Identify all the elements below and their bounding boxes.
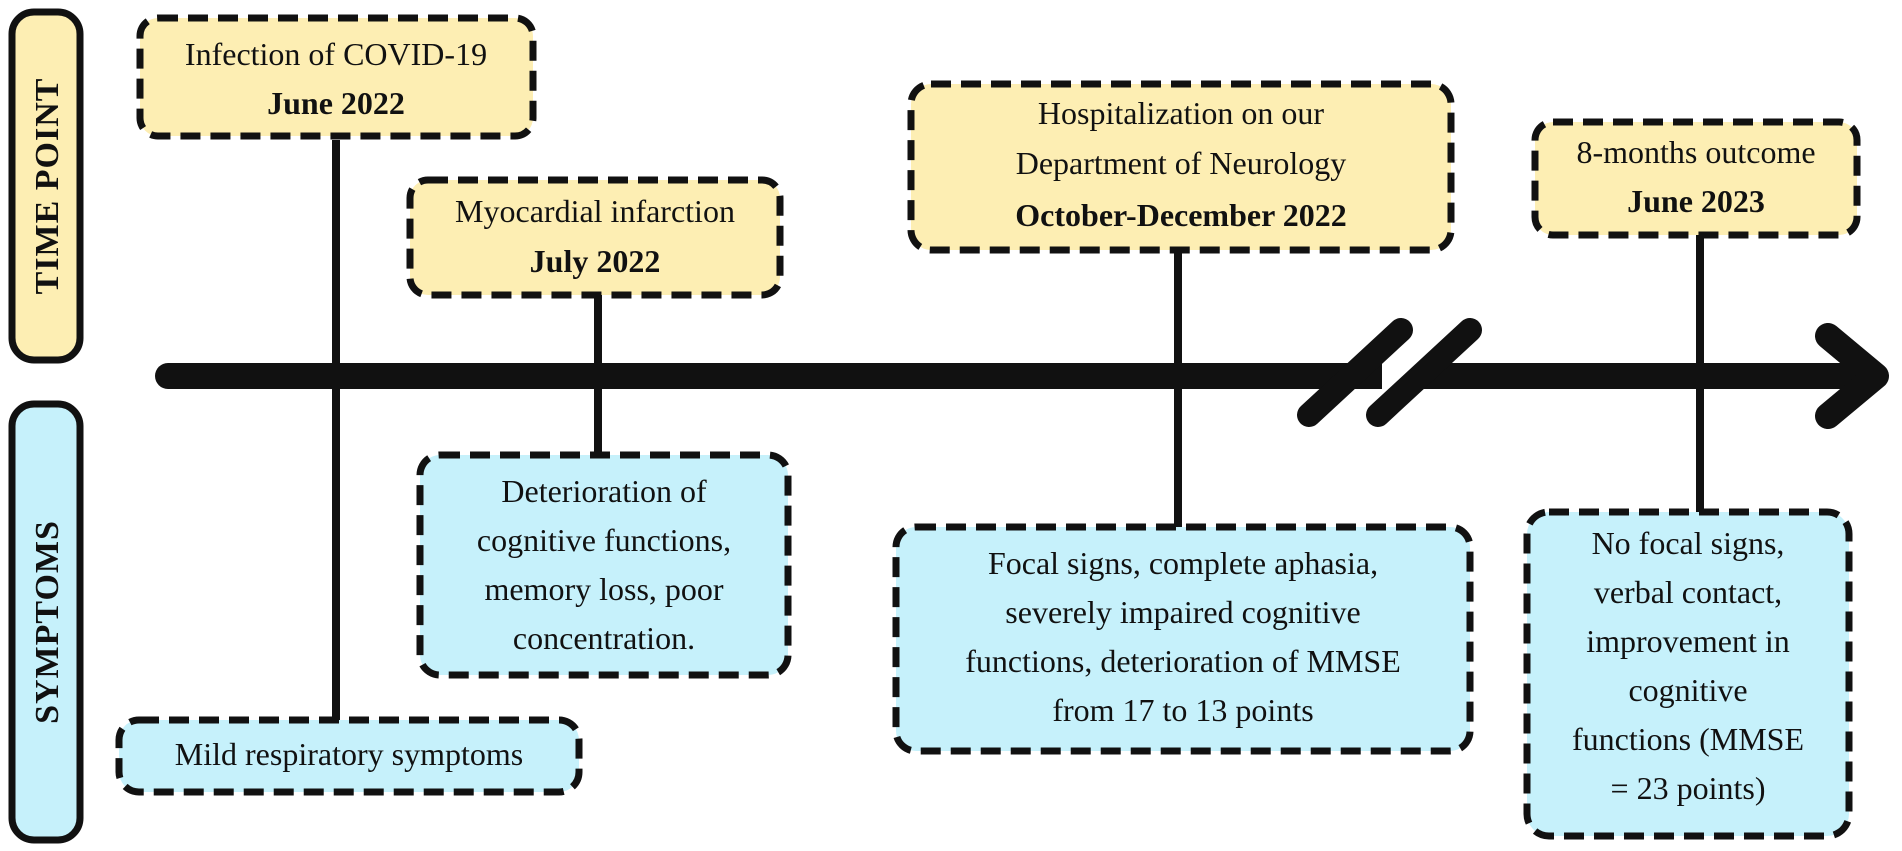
symptom-line: Mild respiratory symptoms — [175, 736, 523, 772]
symptom-line: improvement in — [1586, 623, 1790, 659]
symptom-line: cognitive — [1628, 672, 1747, 708]
time-point-side-label: TIME POINT — [8, 8, 84, 364]
symptom-line: Deterioration of — [501, 473, 707, 509]
event-box-hospitalization: Hospitalization on our Department of Neu… — [907, 80, 1455, 254]
symptom-line: memory loss, poor — [484, 571, 723, 607]
symptom-line: functions, deterioration of MMSE — [965, 643, 1400, 679]
event-box-covid: Infection of COVID-19 June 2022 — [136, 14, 537, 140]
symptoms-side-label-text: SYMPTOMS — [29, 520, 66, 724]
event-date: July 2022 — [530, 243, 661, 279]
timeline-arrow — [155, 323, 1889, 429]
symptom-line: = 23 points) — [1611, 770, 1766, 806]
event-title-line: Department of Neurology — [1016, 145, 1347, 181]
time-point-side-label-text: TIME POINT — [29, 78, 66, 295]
symptom-box-no-focal-signs: No focal signs, verbal contact, improvem… — [1523, 508, 1853, 840]
symptom-line: Focal signs, complete aphasia, — [988, 545, 1378, 581]
symptoms-side-label: SYMPTOMS — [8, 400, 84, 844]
event-title: 8-months outcome — [1576, 134, 1815, 170]
event-box-myocardial-infarction: Myocardial infarction July 2022 — [406, 176, 784, 299]
event-title: Myocardial infarction — [455, 193, 735, 229]
symptom-line: severely impaired cognitive — [1005, 594, 1360, 630]
symptom-box-cognitive-deterioration: Deterioration of cognitive functions, me… — [416, 451, 792, 679]
event-date: October-December 2022 — [1015, 197, 1346, 233]
symptom-line: functions (MMSE — [1572, 721, 1804, 757]
symptom-line: verbal contact, — [1594, 574, 1782, 610]
symptom-box-mild-respiratory: Mild respiratory symptoms — [115, 716, 583, 796]
symptom-line: No focal signs, — [1592, 525, 1785, 561]
symptom-line: concentration. — [513, 620, 695, 656]
timeline-break-mark — [1297, 318, 1482, 427]
symptom-line: cognitive functions, — [477, 522, 731, 558]
event-date: June 2023 — [1627, 183, 1765, 219]
event-date: June 2022 — [267, 85, 405, 121]
event-title-line: Hospitalization on our — [1038, 95, 1325, 131]
symptom-line: from 17 to 13 points — [1052, 692, 1313, 728]
symptom-box-focal-signs: Focal signs, complete aphasia, severely … — [892, 523, 1474, 755]
event-box-outcome: 8-months outcome June 2023 — [1531, 118, 1861, 239]
event-title: Infection of COVID-19 — [185, 36, 487, 72]
